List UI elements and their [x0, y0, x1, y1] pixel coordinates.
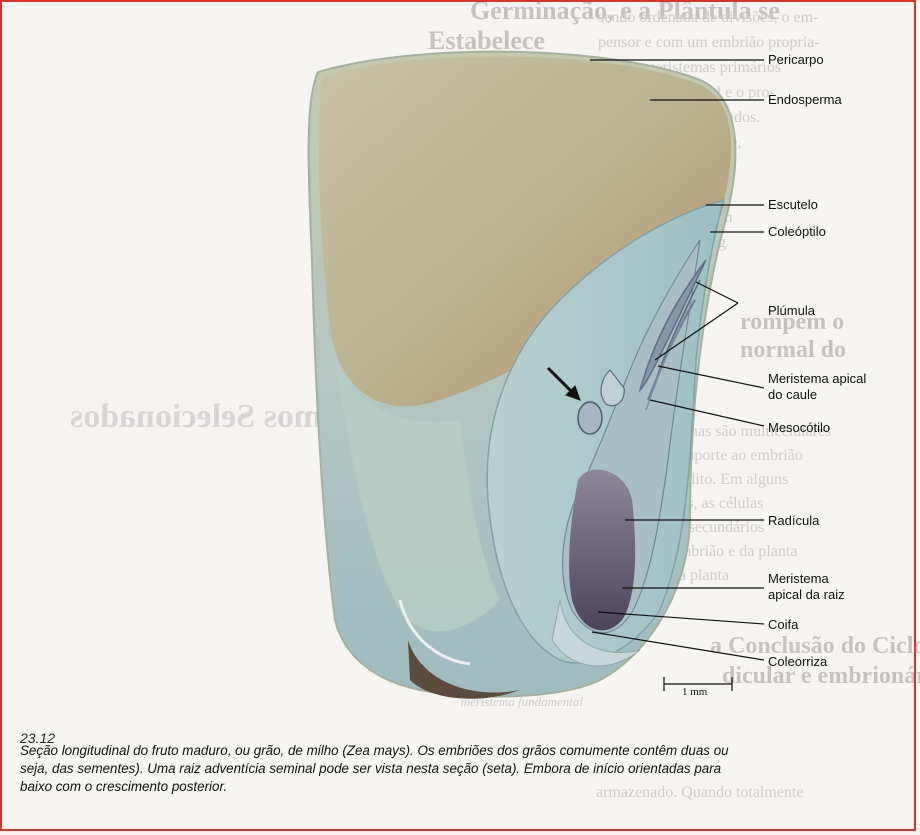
page-border — [0, 0, 916, 831]
